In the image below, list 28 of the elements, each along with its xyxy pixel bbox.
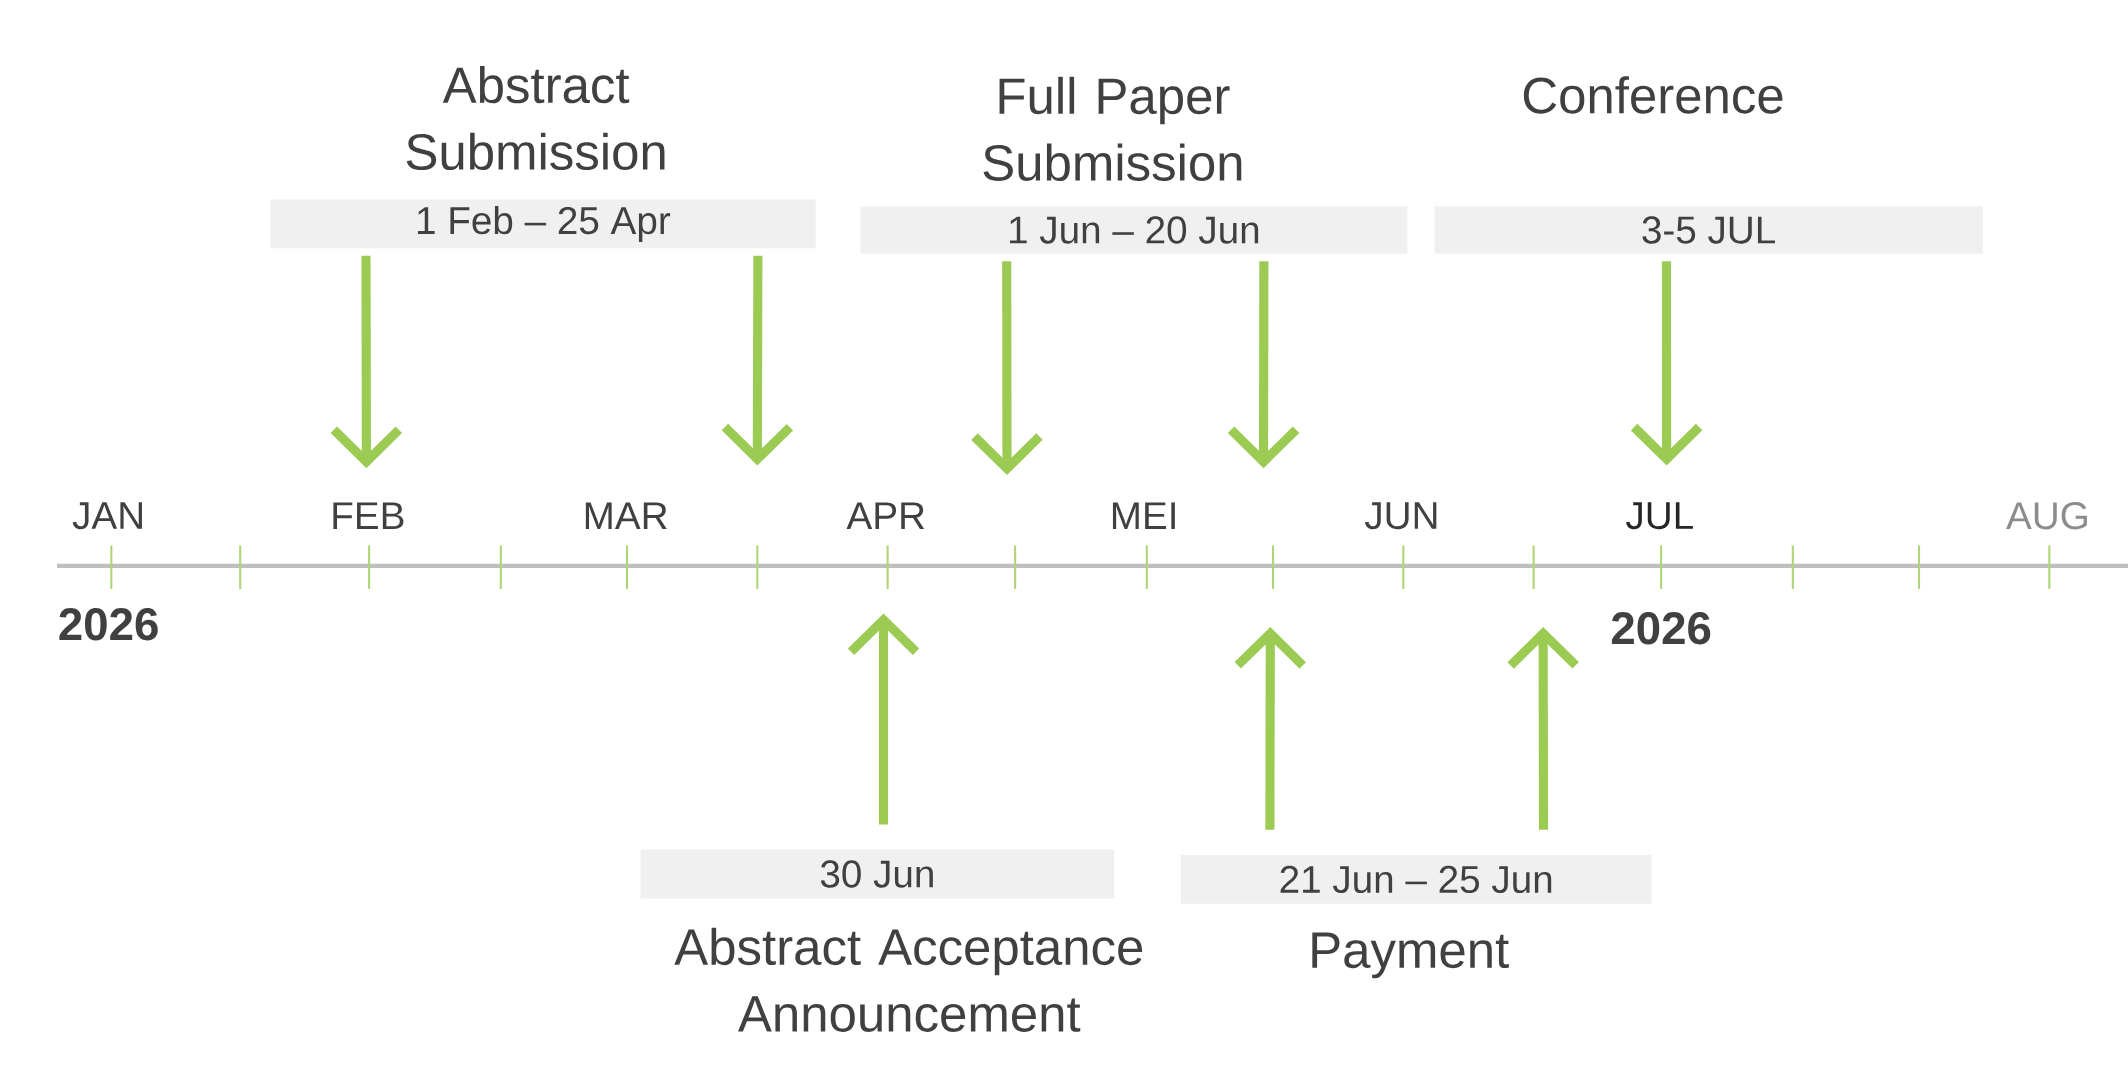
milestone-heading: Abstract Acceptance Announcement [674,927,1143,1032]
arrow [1227,261,1300,468]
month-label: FEB [333,502,404,529]
milestone-heading: Abstract Submission [406,65,665,170]
arrow [721,255,794,466]
milestone-heading: Payment [1312,932,1509,979]
date-box: 21 Jun – 25 Jun [1180,854,1652,904]
date-box: 1 Feb – 25 Apr [270,199,816,249]
month-label: AUG [2006,501,2087,530]
month-label: MAR [585,502,667,529]
month-label: MEI [1112,502,1175,529]
year-label: 2026 [1611,611,1711,645]
arrow [330,255,403,468]
month-label: JUL [1626,502,1693,529]
arrow [1234,626,1306,830]
date-box: 30 Jun [640,849,1115,899]
milestone-heading: Conference [1523,76,1783,114]
year-label: 2026 [59,607,158,641]
milestone-heading: Full Paper Submission [983,76,1242,181]
arrow [1507,626,1579,830]
date-box: 1 Jun – 20 Jun [860,206,1408,254]
arrow [1630,261,1703,466]
arrow [971,261,1043,475]
arrow [847,613,920,825]
month-label: JAN [72,502,142,529]
month-label: APR [846,502,925,529]
date-box: 3-5 JUL [1434,206,1983,254]
month-label: JUN [1364,502,1437,529]
